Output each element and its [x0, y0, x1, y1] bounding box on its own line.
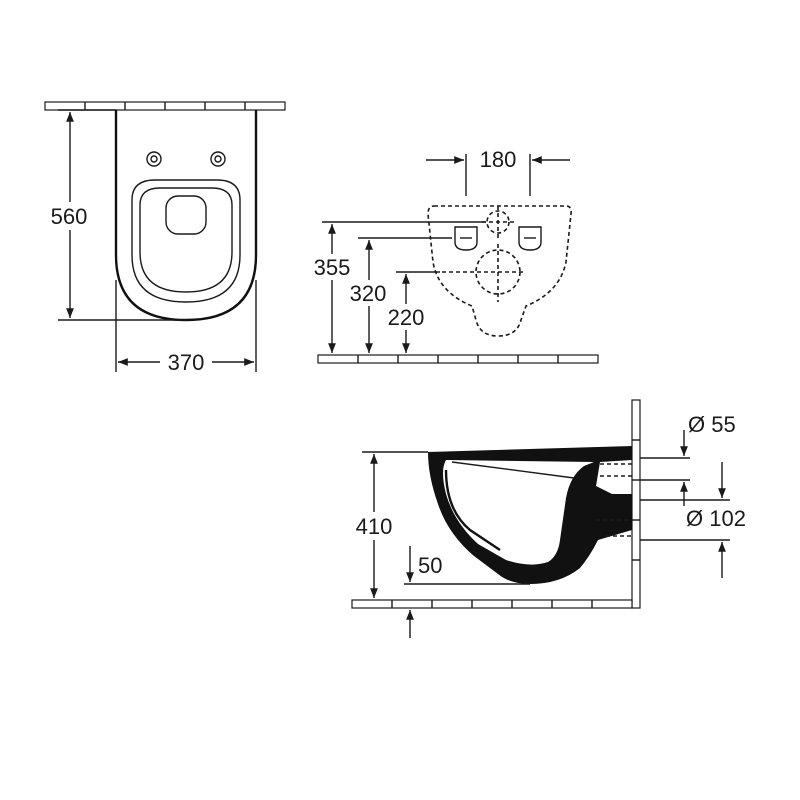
top-seat-outer: [131, 179, 241, 303]
side-floor-strip: [351, 599, 633, 609]
dim-spacing: [426, 154, 570, 196]
bolt-icon-left: [146, 151, 162, 167]
side-wall-strip: [631, 399, 641, 609]
bolt-icon-right: [210, 151, 226, 167]
dim-side-height-label: 410: [356, 514, 393, 539]
top-view: 560 370: [40, 101, 286, 375]
top-lid-plate: [165, 195, 207, 235]
dim-inlet: [640, 430, 690, 506]
dim-spacing-label: 180: [480, 147, 517, 172]
dim-side-height: [350, 451, 428, 598]
dim-inlet-label: Ø 55: [688, 412, 736, 437]
rear-floor-strip: [317, 354, 599, 364]
dim-outlet-label: Ø 102: [686, 506, 746, 531]
dim-width-label: 370: [168, 350, 205, 375]
inlet-symbol: [482, 206, 514, 238]
side-bowl-section: [428, 446, 632, 584]
side-rim-inner: [451, 461, 575, 479]
rear-outline-dashed: [427, 205, 572, 337]
top-bowl-outline: [114, 110, 258, 322]
dim-height-b: [344, 237, 452, 353]
dim-height-c: [382, 271, 440, 353]
mount-hole-right: [518, 226, 542, 251]
mount-hole-left: [454, 226, 478, 251]
rear-view: 180 355 320 220: [306, 147, 599, 364]
dim-height-b-label: 320: [350, 281, 387, 306]
dim-width: [115, 280, 257, 374]
outlet-symbol: [442, 244, 524, 302]
side-bowl-inner: [444, 469, 501, 551]
dim-height-c-label: 220: [388, 305, 425, 330]
side-connections-dashed: [596, 463, 632, 537]
top-wall-strip: [44, 101, 286, 111]
dim-side-offset: [404, 546, 530, 638]
top-seat-inner: [139, 187, 233, 293]
dim-depth-label: 560: [51, 204, 88, 229]
dim-outlet: [640, 462, 730, 578]
dim-depth: [40, 109, 186, 321]
side-view: 410 50 Ø 55 Ø 102: [350, 399, 746, 638]
dim-height-a: [306, 221, 486, 353]
dim-side-offset-label: 50: [418, 553, 442, 578]
dim-height-a-label: 355: [314, 255, 351, 280]
